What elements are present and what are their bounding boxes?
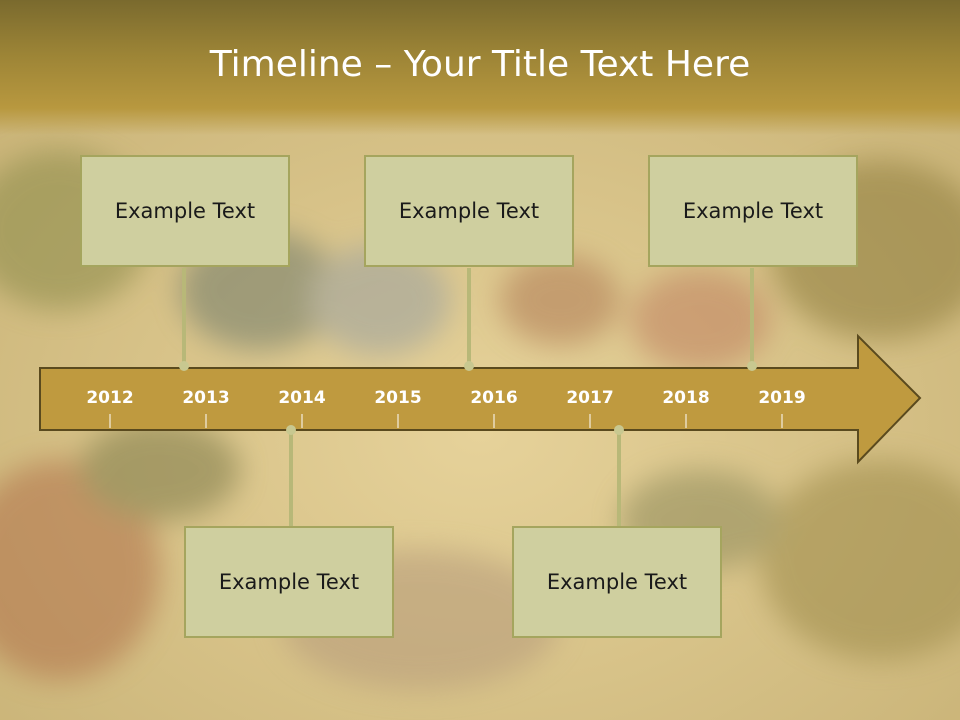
connector-dot [747, 361, 757, 371]
callout-box: Example Text [512, 526, 722, 638]
slide-title: Timeline – Your Title Text Here [209, 44, 751, 85]
callout-box: Example Text [184, 526, 394, 638]
arrow-shape [39, 333, 922, 465]
year-label: 2019 [758, 388, 805, 408]
year-label: 2012 [86, 388, 133, 408]
callout-box: Example Text [80, 155, 290, 267]
connector-dot [286, 425, 296, 435]
year-label: 2016 [470, 388, 517, 408]
connector-dot [464, 361, 474, 371]
year-label: 2014 [278, 388, 325, 408]
year-label: 2017 [566, 388, 613, 408]
connector-dot [614, 425, 624, 435]
year-label: 2013 [182, 388, 229, 408]
callout-box: Example Text [364, 155, 574, 267]
connector-dot [179, 361, 189, 371]
callout-box: Example Text [648, 155, 858, 267]
year-label: 2015 [374, 388, 421, 408]
title-bar [0, 0, 960, 135]
year-label: 2018 [662, 388, 709, 408]
